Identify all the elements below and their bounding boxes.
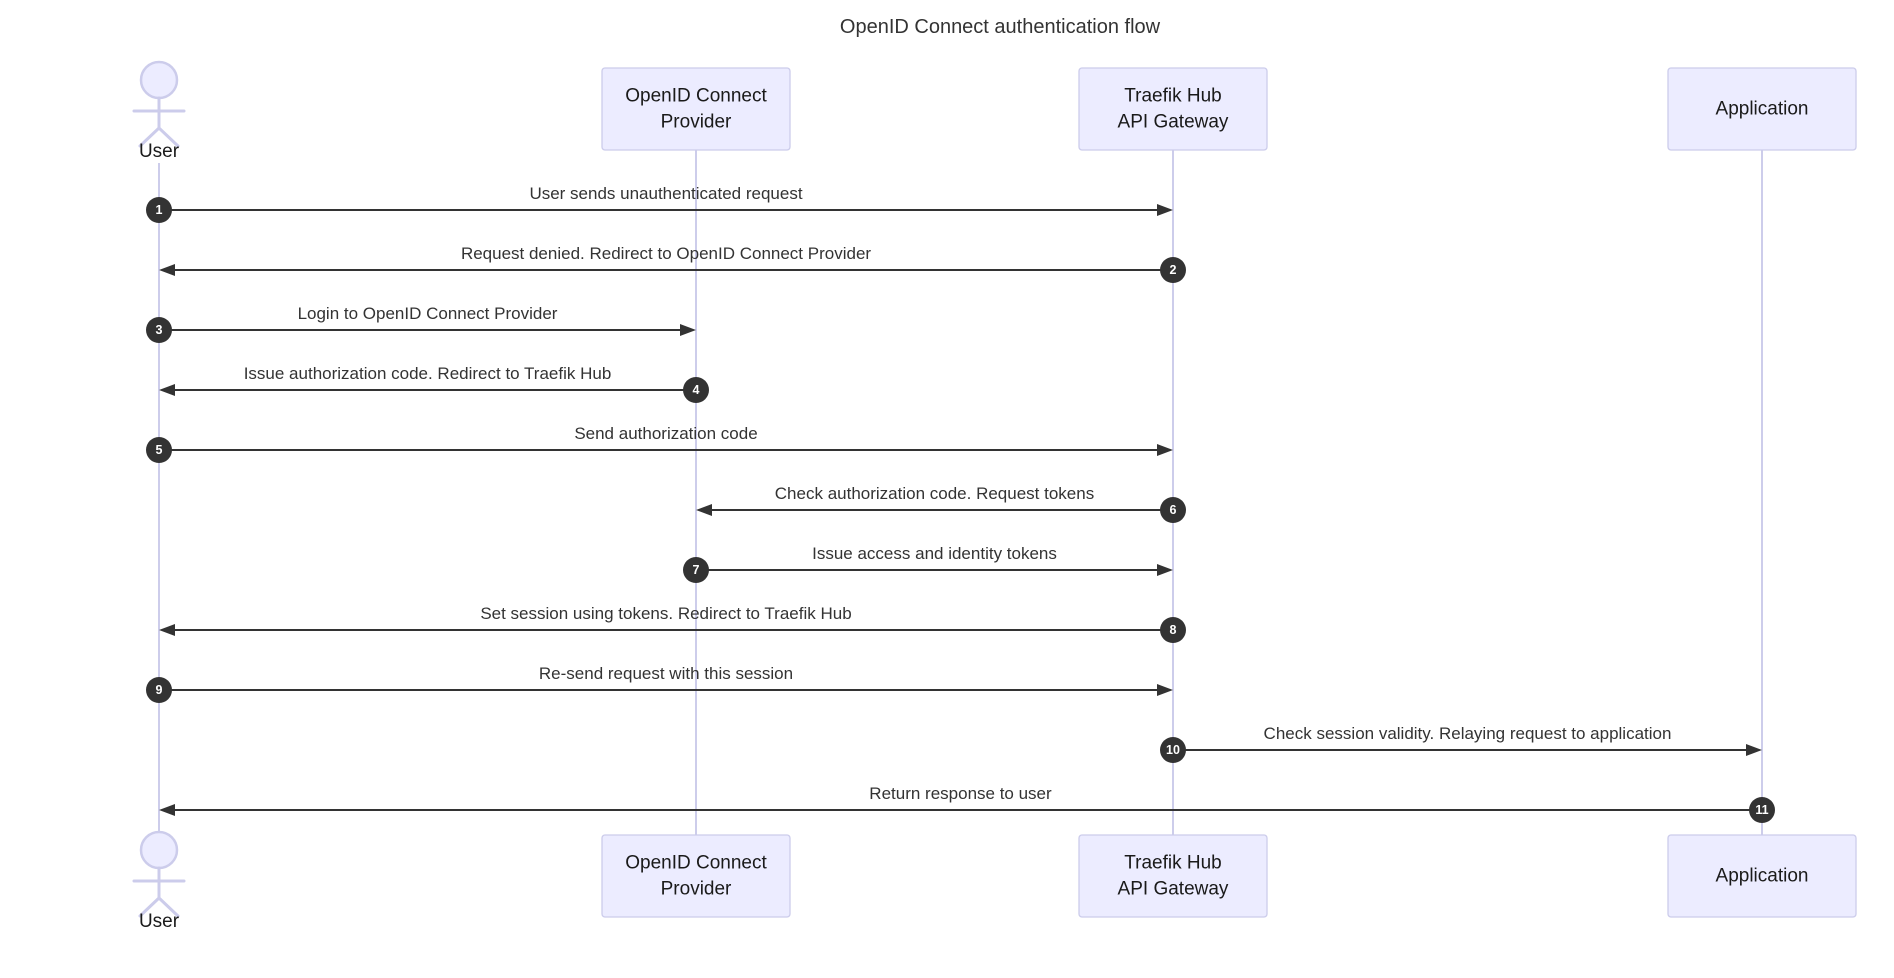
- actor-user-label: User: [139, 911, 180, 932]
- participant-app-top: Application: [1667, 67, 1857, 151]
- message-3-arrowhead-icon: [680, 324, 696, 336]
- message-3: Login to OpenID Connect Provider 3: [146, 304, 696, 343]
- actor-head-icon: [139, 830, 179, 870]
- actor-head-icon: [139, 60, 179, 100]
- messages-layer: User sends unauthenticated request 1Reque…: [146, 184, 1775, 823]
- message-8-arrowhead-icon: [159, 624, 175, 636]
- participant-app-box: [1667, 67, 1857, 151]
- actor-user-label: User: [139, 141, 180, 162]
- message-10-label: Check session validity. Relaying request…: [1264, 724, 1672, 743]
- message-10: Check session validity. Relaying request…: [1160, 724, 1762, 763]
- message-1-arrowhead-icon: [1157, 204, 1173, 216]
- message-5-number-badge: [146, 437, 172, 463]
- message-5-label: Send authorization code: [574, 424, 757, 443]
- message-11-arrowhead-icon: [159, 804, 175, 816]
- participant-traefik-label: Traefik Hub: [1124, 86, 1222, 107]
- message-6-arrowhead-icon: [696, 504, 712, 516]
- message-11-number-badge: [1749, 797, 1775, 823]
- message-8: Set session using tokens. Redirect to Tr…: [159, 604, 1186, 643]
- message-9-arrowhead-icon: [1157, 684, 1173, 696]
- message-8-number-badge: [1160, 617, 1186, 643]
- participant-oidc-label: OpenID Connect: [625, 853, 767, 874]
- message-3-label: Login to OpenID Connect Provider: [298, 304, 558, 323]
- message-2-number: 2: [1170, 263, 1177, 277]
- message-10-number-badge: [1160, 737, 1186, 763]
- message-7: Issue access and identity tokens 7: [683, 544, 1173, 583]
- message-4-number-badge: [683, 377, 709, 403]
- message-2-arrowhead-icon: [159, 264, 175, 276]
- message-3-number: 3: [156, 323, 163, 337]
- participant-oidc-box: [601, 67, 791, 151]
- message-7-label: Issue access and identity tokens: [812, 544, 1057, 563]
- message-7-number-badge: [683, 557, 709, 583]
- participant-app-bottom: Application: [1667, 834, 1857, 918]
- message-4-number: 4: [693, 383, 700, 397]
- message-2-label: Request denied. Redirect to OpenID Conne…: [461, 244, 871, 263]
- participant-traefik-label: Traefik Hub: [1124, 853, 1222, 874]
- participant-app-box: [1667, 834, 1857, 918]
- message-6-number: 6: [1170, 503, 1177, 517]
- message-7-number: 7: [693, 563, 700, 577]
- participant-oidc-label: Provider: [661, 112, 732, 133]
- message-8-label: Set session using tokens. Redirect to Tr…: [480, 604, 851, 623]
- actor-legs-line: [138, 125, 180, 148]
- actor-user-top-figure: User: [132, 60, 186, 162]
- message-11: Return response to user 11: [159, 784, 1775, 823]
- participant-oidc-label: Provider: [661, 879, 732, 900]
- message-9-label: Re-send request with this session: [539, 664, 793, 683]
- message-4-arrowhead-icon: [159, 384, 175, 396]
- message-8-number: 8: [1170, 623, 1177, 637]
- diagram-title: OpenID Connect authentication flow: [840, 16, 1161, 38]
- message-1-number-badge: [146, 197, 172, 223]
- message-1: User sends unauthenticated request 1: [146, 184, 1173, 223]
- participant-app-label: Application: [1716, 99, 1809, 120]
- participant-oidc-box: [601, 834, 791, 918]
- actor-legs-line: [138, 895, 180, 918]
- message-2: Request denied. Redirect to OpenID Conne…: [159, 244, 1186, 283]
- message-1-number: 1: [156, 203, 163, 217]
- participant-app-label: Application: [1716, 866, 1809, 887]
- message-5-arrowhead-icon: [1157, 444, 1173, 456]
- participant-oidc-label: OpenID Connect: [625, 86, 767, 107]
- participant-traefik-box: [1078, 834, 1268, 918]
- message-10-number: 10: [1166, 743, 1180, 757]
- message-6-number-badge: [1160, 497, 1186, 523]
- message-10-arrowhead-icon: [1746, 744, 1762, 756]
- message-5-number: 5: [156, 443, 163, 457]
- participant-traefik-label: API Gateway: [1118, 879, 1229, 900]
- message-3-number-badge: [146, 317, 172, 343]
- message-11-label: Return response to user: [869, 784, 1052, 803]
- message-9: Re-send request with this session 9: [146, 664, 1173, 703]
- participant-traefik-label: API Gateway: [1118, 112, 1229, 133]
- message-9-number-badge: [146, 677, 172, 703]
- message-7-arrowhead-icon: [1157, 564, 1173, 576]
- message-2-number-badge: [1160, 257, 1186, 283]
- message-4: Issue authorization code. Redirect to Tr…: [159, 364, 709, 403]
- participant-traefik-box: [1078, 67, 1268, 151]
- actor-user-bottom-figure: User: [132, 830, 186, 932]
- message-11-number: 11: [1755, 803, 1768, 817]
- message-6-label: Check authorization code. Request tokens: [775, 484, 1094, 503]
- message-1-label: User sends unauthenticated request: [529, 184, 802, 203]
- message-5: Send authorization code 5: [146, 424, 1173, 463]
- message-6: Check authorization code. Request tokens…: [696, 484, 1186, 523]
- message-4-label: Issue authorization code. Redirect to Tr…: [244, 364, 612, 383]
- message-9-number: 9: [156, 683, 163, 697]
